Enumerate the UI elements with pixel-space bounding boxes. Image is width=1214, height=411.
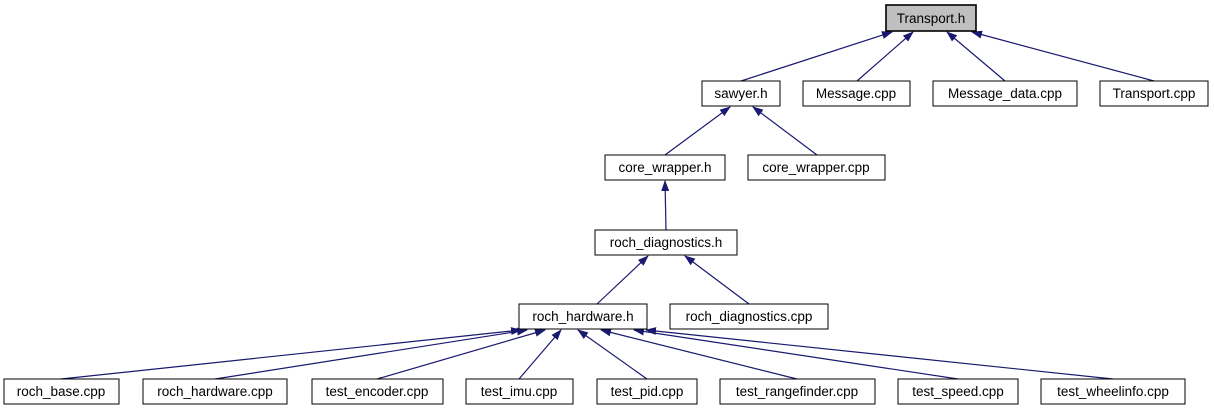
edge-core-wrapper-h-to-sawyer — [664, 106, 731, 156]
svg-text:Message_data.cpp: Message_data.cpp — [948, 86, 1062, 101]
node-test-speed-cpp[interactable]: test_speed.cpp — [897, 378, 1019, 405]
node-roch-hardware-h[interactable]: roch_hardware.h — [518, 303, 648, 330]
svg-text:roch_diagnostics.cpp: roch_diagnostics.cpp — [686, 309, 813, 324]
node-test-wheelinfo-cpp[interactable]: test_wheelinfo.cpp — [1040, 378, 1186, 405]
svg-text:test_speed.cpp: test_speed.cpp — [912, 384, 1004, 399]
svg-text:roch_hardware.h: roch_hardware.h — [532, 309, 633, 324]
edge-test-wheelinfo-to-roch-hardware-h — [645, 327, 1114, 380]
edge-test-imu-to-roch-hardware-h — [518, 329, 562, 380]
node-transport-h: Transport.h — [885, 4, 977, 32]
svg-text:Transport.h: Transport.h — [897, 11, 966, 26]
svg-text:Message.cpp: Message.cpp — [816, 86, 896, 101]
svg-text:roch_diagnostics.h: roch_diagnostics.h — [610, 235, 723, 250]
node-core-wrapper-h[interactable]: core_wrapper.h — [604, 154, 726, 181]
svg-text:core_wrapper.h: core_wrapper.h — [618, 160, 711, 175]
edge-roch-diagnostics-cpp-to-roch-diagnostics-h — [684, 255, 750, 305]
node-test-pid-cpp[interactable]: test_pid.cpp — [596, 378, 698, 405]
svg-text:test_encoder.cpp: test_encoder.cpp — [326, 384, 429, 399]
svg-text:core_wrapper.cpp: core_wrapper.cpp — [762, 160, 869, 175]
edge-roch-diagnostics-h-to-core-wrapper-h — [661, 180, 670, 231]
svg-text:sawyer.h: sawyer.h — [714, 86, 767, 101]
node-roch-hardware-cpp[interactable]: roch_hardware.cpp — [142, 378, 288, 405]
node-test-encoder-cpp[interactable]: test_encoder.cpp — [311, 378, 444, 405]
svg-text:test_wheelinfo.cpp: test_wheelinfo.cpp — [1057, 384, 1169, 399]
svg-text:test_rangefinder.cpp: test_rangefinder.cpp — [736, 384, 858, 399]
node-test-rangefinder-cpp[interactable]: test_rangefinder.cpp — [719, 378, 876, 405]
edge-sawyer-to-transport-h — [740, 31, 893, 82]
node-message-cpp[interactable]: Message.cpp — [802, 80, 911, 107]
svg-text:Transport.cpp: Transport.cpp — [1113, 86, 1196, 101]
node-core-wrapper-cpp[interactable]: core_wrapper.cpp — [747, 154, 886, 181]
svg-text:test_pid.cpp: test_pid.cpp — [611, 384, 684, 399]
node-message-data-cpp[interactable]: Message_data.cpp — [932, 80, 1078, 107]
edge-roch-hardware-h-to-roch-diagnostics-h — [596, 255, 649, 305]
svg-text:test_imu.cpp: test_imu.cpp — [481, 384, 558, 399]
node-roch-base-cpp[interactable]: roch_base.cpp — [3, 378, 120, 405]
edge-roch-base-to-roch-hardware-h — [60, 327, 522, 380]
svg-text:roch_base.cpp: roch_base.cpp — [17, 384, 106, 399]
edge-transport-cpp-to-transport-h — [971, 30, 1155, 82]
node-sawyer-h[interactable]: sawyer.h — [701, 80, 781, 107]
edge-test-pid-to-roch-hardware-h — [577, 329, 648, 380]
edge-core-wrapper-cpp-to-sawyer — [752, 106, 818, 156]
edge-test-encoder-to-roch-hardware-h — [376, 328, 546, 380]
node-transport-cpp[interactable]: Transport.cpp — [1099, 80, 1209, 107]
edge-test-rangefinder-to-roch-hardware-h — [600, 328, 798, 380]
node-roch-diagnostics-cpp[interactable]: roch_diagnostics.cpp — [669, 303, 829, 330]
node-test-imu-cpp[interactable]: test_imu.cpp — [465, 378, 574, 405]
edge-roch-hardware-cpp-to-roch-hardware-h — [214, 327, 528, 380]
edge-test-speed-to-roch-hardware-h — [633, 327, 959, 380]
node-roch-diagnostics-h[interactable]: roch_diagnostics.h — [594, 229, 738, 256]
edge-message-data-to-transport-h — [946, 31, 1006, 82]
svg-text:roch_hardware.cpp: roch_hardware.cpp — [157, 384, 273, 399]
edge-message-to-transport-h — [856, 31, 914, 82]
